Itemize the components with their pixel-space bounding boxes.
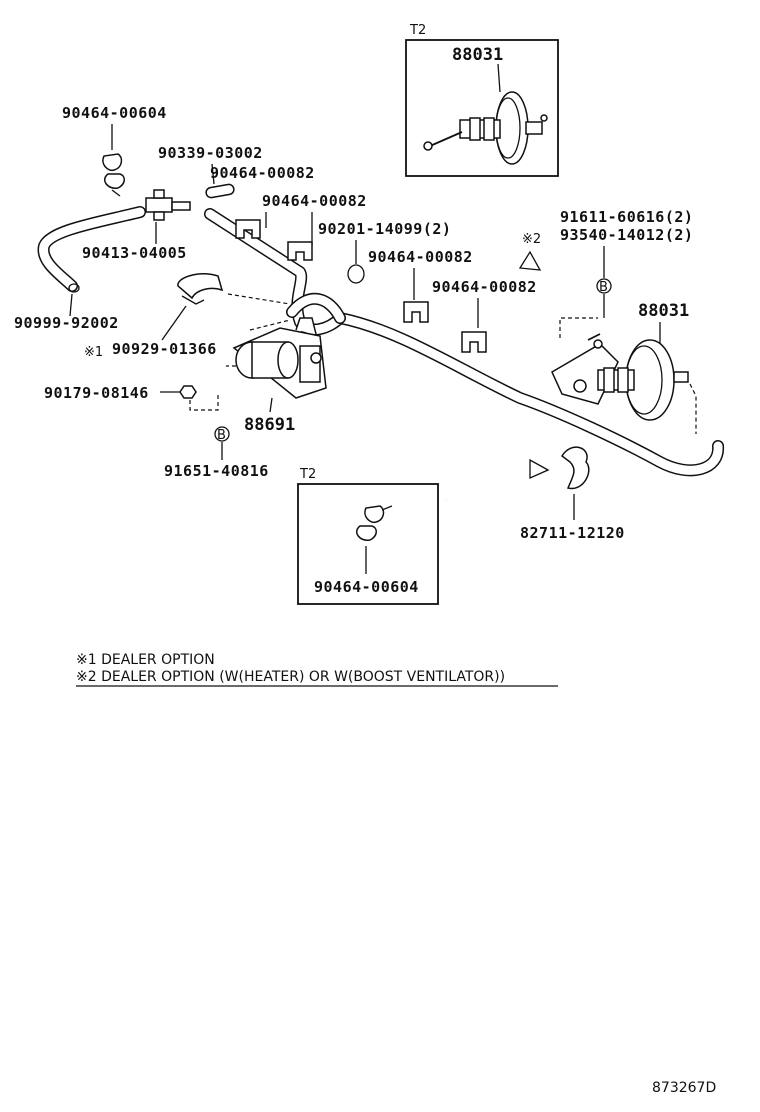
o-ring-icon — [347, 264, 365, 284]
part-90929-01366-label: 90929-01366 — [112, 340, 217, 358]
vacuum-switching-valve-icon — [232, 317, 327, 399]
part-90201-14099-label: 90201-14099(2) — [318, 220, 451, 238]
clamp-icon-c — [403, 301, 429, 323]
part-93540-14012-label: 93540-14012(2) — [560, 226, 693, 244]
note-mark-1: ※1 — [84, 345, 103, 360]
nut-icon — [179, 385, 197, 399]
footnote-1: ※1 DEALER OPTION — [76, 652, 215, 668]
arrow-to-clip — [445, 458, 550, 501]
part-90999-92002-label: 90999-92002 — [14, 314, 119, 332]
circle-b-label-left: B — [217, 428, 226, 443]
part-90464-00604-box-label: 90464-00604 — [314, 578, 419, 596]
drawing-code: 873267D — [652, 1080, 716, 1096]
part-88031-top-label: 88031 — [452, 45, 503, 65]
hose-clip-82711-icon — [560, 446, 590, 490]
part-91651-40816-label: 91651-40816 — [164, 462, 269, 480]
part-90464-00604-label: 90464-00604 — [62, 104, 167, 122]
bracket-clip-icon — [177, 273, 224, 305]
t2-label-bottom: T2 — [299, 467, 316, 482]
brake-booster-icon — [423, 91, 548, 165]
clamp-icon-a — [235, 219, 261, 239]
check-valve-icon — [205, 183, 235, 199]
note-mark-2: ※2 — [522, 232, 541, 247]
part-90464-00082-b-label: 90464-00082 — [262, 192, 367, 210]
clamp-icon-b — [287, 241, 313, 261]
footnote-2: ※2 DEALER OPTION (W(HEATER) OR W(BOOST V… — [76, 669, 505, 685]
circle-b-icon — [596, 278, 612, 294]
t2-label-top: T2 — [409, 23, 426, 38]
part-88691-label: 88691 — [244, 415, 295, 435]
part-90179-08146-label: 90179-08146 — [44, 384, 149, 402]
part-91611-60616-label: 91611-60616(2) — [560, 208, 693, 226]
brake-booster-assembly: 91611-60616(2) ※2 93540-14012(2) B 88031 — [522, 208, 697, 434]
part-90339-03002-label: 90339-03002 — [158, 144, 263, 162]
part-88031-right-label: 88031 — [638, 301, 689, 321]
inset-box-top: T2 88031 — [405, 23, 559, 177]
part-90464-00082-c-label: 90464-00082 — [368, 248, 473, 266]
circle-b-icon-left — [214, 426, 230, 442]
short-hose — [37, 206, 146, 293]
part-90464-00082-a-label: 90464-00082 — [210, 164, 315, 182]
part-90464-00082-d-label: 90464-00082 — [432, 278, 537, 296]
inset-box-bottom: T2 90464-00604 — [297, 467, 439, 605]
tee-fitting-icon — [145, 189, 191, 221]
circle-b-label-right: B — [599, 280, 608, 295]
arrow-to-booster — [482, 181, 542, 271]
hose-clip-icon — [102, 153, 125, 197]
part-90413-04005-label: 90413-04005 — [82, 244, 187, 262]
clamp-icon-d — [461, 331, 487, 353]
footnotes: ※1 DEALER OPTION ※2 DEALER OPTION (W(HEA… — [76, 652, 558, 687]
hose-clip-icon-inset — [356, 505, 393, 541]
part-82711-12120-label: 82711-12120 — [520, 524, 625, 542]
